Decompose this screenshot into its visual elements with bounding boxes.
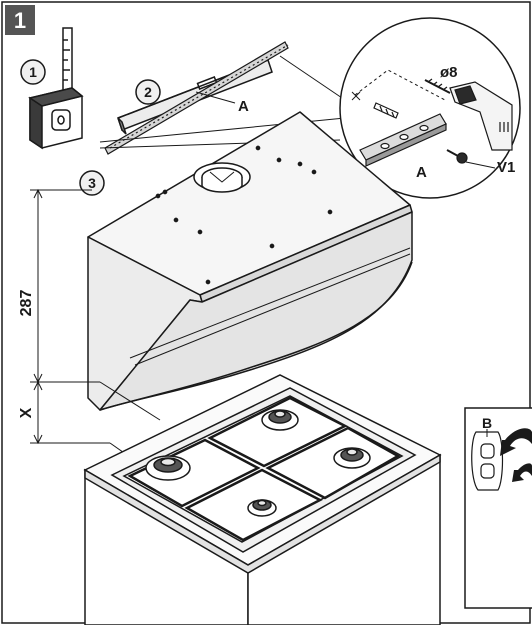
screw-v1-label: V1: [497, 159, 515, 176]
clip-b-label: B: [482, 415, 492, 431]
bracket-a-label: A: [238, 98, 249, 115]
sub-step-3-number: 3: [88, 175, 96, 191]
screw-v1-leader: [465, 161, 496, 169]
burner-back-left: [145, 455, 191, 481]
cooker-hood: [87, 111, 413, 411]
wall-bracket-a: [104, 41, 289, 155]
sub-step-1-marker: 1: [20, 59, 46, 85]
hood-height-label: 287: [18, 290, 35, 317]
step-badge: 1: [5, 5, 35, 35]
clip-b-inset: [464, 407, 532, 609]
drill-icon: [424, 78, 513, 151]
gas-hob: [110, 387, 417, 553]
sub-step-3-marker: 3: [79, 170, 105, 196]
sub-step-2-number: 2: [144, 84, 152, 100]
burner-front-right: [333, 447, 371, 469]
step-number: 1: [14, 8, 26, 33]
burner-back-right: [261, 409, 299, 431]
wall-plug-icon: [373, 102, 399, 119]
drill-diameter-label: ø8: [440, 64, 458, 81]
laser-level-icon: [28, 27, 84, 150]
detail-bracket-a-label: A: [416, 164, 427, 181]
detail-bracket-a: [359, 113, 447, 167]
detail-magnifier: [339, 17, 521, 199]
dimension-lines: [30, 188, 161, 479]
sub-step-2-marker: 2: [135, 79, 161, 105]
rotate-arrow-icon: [500, 428, 532, 482]
screw-v1-icon: [446, 149, 468, 164]
clip-b-icon: [471, 429, 504, 491]
clearance-label: X: [18, 407, 35, 418]
bracket-a-leader: [195, 91, 236, 104]
burner-front-left: [247, 499, 277, 517]
sub-step-1-number: 1: [29, 64, 37, 80]
